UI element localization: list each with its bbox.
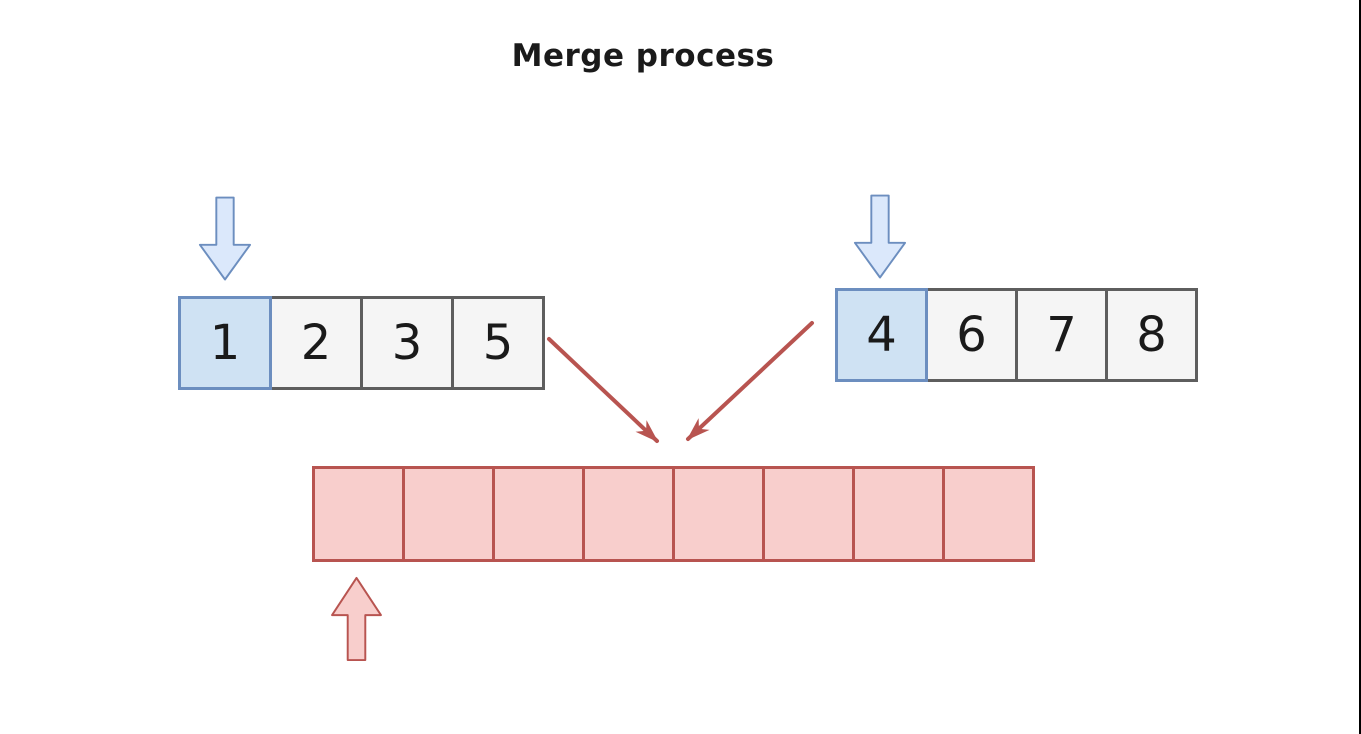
diagram-title: Merge process [511,38,775,74]
left-array-cell-1: 2 [269,296,363,390]
right-array-cell-1: 6 [925,288,1018,382]
arrow-up-shape [331,576,382,662]
right-array-cell-2: 7 [1015,288,1108,382]
right-array: 4 6 7 8 [835,288,1198,382]
arrow-down-shape [853,194,907,279]
left-array-cell-2: 3 [360,296,454,390]
merged-array-cell-6 [852,466,945,562]
left-array-cell-0: 1 [178,296,272,390]
merged-array-cell-0 [312,466,405,562]
arrow-up-icon [331,576,382,662]
right-array-cell-0: 4 [835,288,928,382]
merged-array-cell-5 [762,466,855,562]
arrow-down-icon [853,194,907,279]
window-right-edge-line [1359,0,1361,734]
merged-array-cell-3 [582,466,675,562]
merged-array-cell-7 [942,466,1035,562]
right-array-cell-3: 8 [1105,288,1198,382]
left-array-cell-3: 5 [451,296,545,390]
arrow-down-shape [198,196,252,281]
merged-array [312,466,1035,562]
merged-array-cell-1 [402,466,495,562]
merge-flow-arrow-icon [547,337,659,443]
merged-array-cell-4 [672,466,765,562]
arrow-down-icon [198,196,252,281]
merge-flow-arrow-icon [686,321,814,441]
left-array: 1 2 3 5 [178,296,545,390]
merged-array-cell-2 [492,466,585,562]
